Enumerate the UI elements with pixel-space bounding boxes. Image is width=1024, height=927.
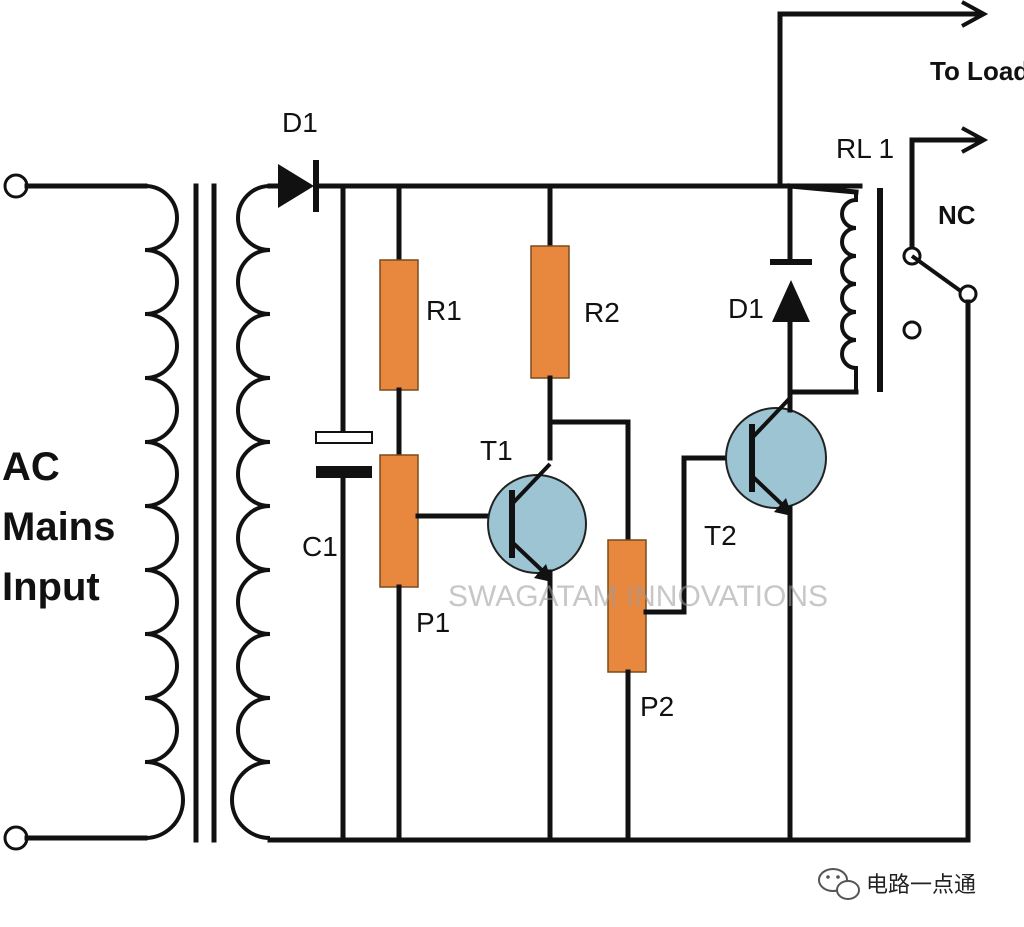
- diode-d1-relay: [770, 183, 812, 413]
- transformer-core: [193, 183, 217, 843]
- label-p1: P1: [416, 607, 450, 638]
- svg-text:Input: Input: [2, 565, 100, 609]
- potentiometer-p1: [379, 454, 493, 843]
- label-d1-relay: D1: [728, 293, 764, 324]
- relay-contacts: [777, 0, 989, 843]
- ac-input-terminals: [3, 173, 148, 851]
- footer-source: 电路一点通: [818, 868, 976, 900]
- wechat-icon: [818, 868, 860, 900]
- label-rl1: RL 1: [836, 133, 894, 164]
- supply-rails: [267, 183, 971, 843]
- transformer-secondary-winding: [230, 184, 271, 840]
- label-p2: P2: [640, 691, 674, 722]
- label-t1: T1: [480, 435, 513, 466]
- label-to-load: To Load: [930, 56, 1024, 86]
- label-nc: NC: [938, 200, 976, 230]
- potentiometer-p2: [607, 455, 735, 843]
- label-d1: D1: [282, 107, 318, 138]
- transistor-t1: [487, 462, 587, 843]
- label-c1: C1: [302, 531, 338, 562]
- label-t2: T2: [704, 520, 737, 551]
- transistor-t2: [725, 396, 827, 843]
- terminal-top: [3, 173, 29, 199]
- resistor-r2: [530, 183, 631, 543]
- watermark: SWAGATAM INNOVATIONS: [448, 580, 828, 613]
- label-r1: R1: [426, 295, 462, 326]
- label-r2: R2: [584, 297, 620, 328]
- svg-text:AC: AC: [2, 445, 60, 489]
- terminal-bottom: [3, 825, 29, 851]
- ac-mains-input-label: AC Mains Input: [2, 445, 115, 609]
- source-name: 电路一点通: [866, 873, 976, 898]
- diode-d1: [278, 160, 319, 212]
- svg-text:Mains: Mains: [2, 505, 115, 549]
- relay-coil-rl1: [787, 183, 883, 395]
- no-contact: [902, 320, 922, 340]
- capacitor-c1: [315, 183, 373, 843]
- transformer-primary-winding: [144, 184, 185, 840]
- resistor-r1: [379, 183, 419, 458]
